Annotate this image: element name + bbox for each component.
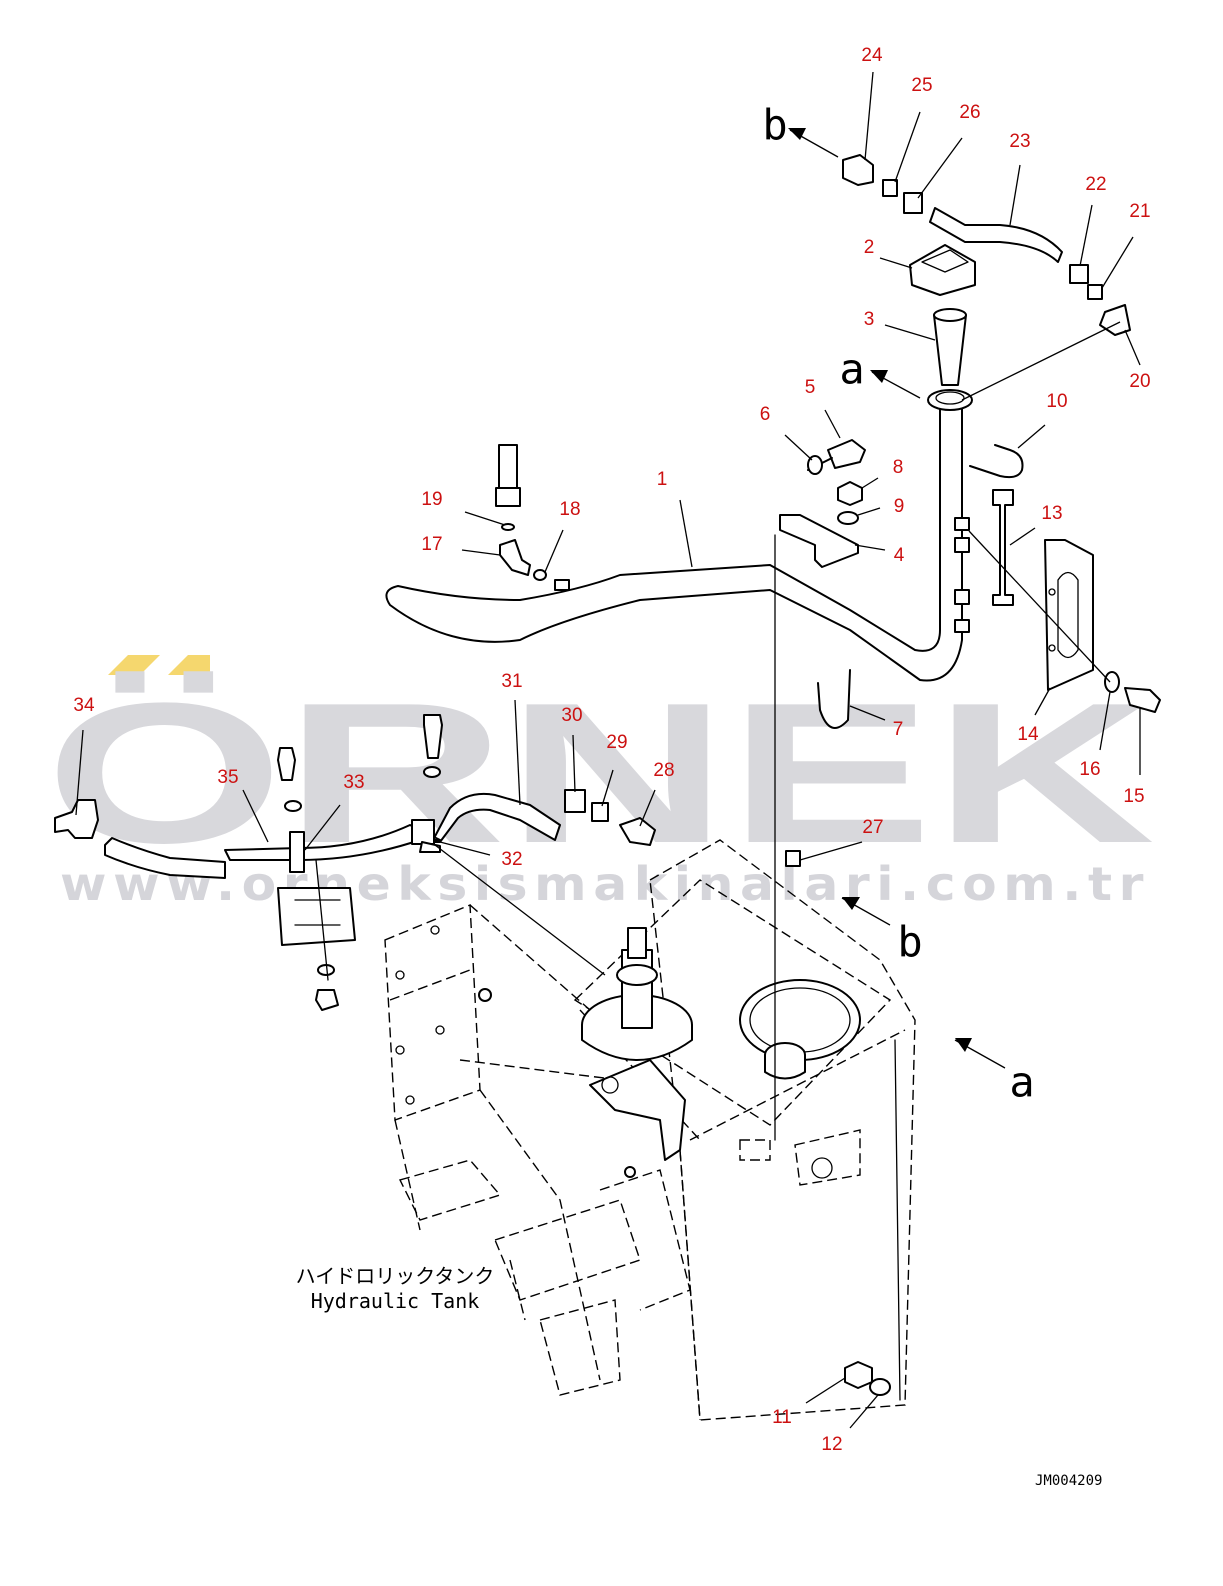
callout-17[interactable]: 17 — [421, 534, 442, 555]
callout-35[interactable]: 35 — [217, 767, 238, 788]
tank-label: ハイドロリックタンク Hydraulic Tank — [296, 1264, 495, 1313]
svg-text:a: a — [1009, 1058, 1034, 1107]
callout-32[interactable]: 32 — [501, 849, 522, 870]
callout-1[interactable]: 1 — [657, 469, 668, 490]
callout-15[interactable]: 15 — [1123, 786, 1144, 807]
callout-5[interactable]: 5 — [805, 377, 816, 398]
ref-arrow-a-filler: a — [839, 345, 921, 399]
hydraulic-tank — [384, 839, 916, 1421]
callout-30[interactable]: 30 — [561, 705, 582, 726]
callout-26[interactable]: 26 — [959, 102, 980, 123]
ref-arrow-a-tank: a — [954, 1038, 1035, 1107]
drawing-number: JM004209 — [1035, 1473, 1102, 1489]
callout-2[interactable]: 2 — [864, 237, 875, 258]
callouts: 1 2 3 4 5 6 7 8 9 10 11 12 13 14 15 16 1… — [73, 45, 1150, 1455]
callout-34[interactable]: 34 — [73, 695, 95, 716]
ref-arrow-b-top: b — [762, 101, 839, 158]
callout-24[interactable]: 24 — [861, 45, 883, 66]
callout-18[interactable]: 18 — [559, 499, 580, 520]
callout-21[interactable]: 21 — [1129, 201, 1150, 222]
svg-text:a: a — [839, 345, 864, 394]
ref-arrow-b-tank: b — [841, 897, 923, 967]
callout-20[interactable]: 20 — [1129, 371, 1150, 392]
callout-31[interactable]: 31 — [501, 671, 522, 692]
callout-7[interactable]: 7 — [893, 719, 904, 740]
callout-19[interactable]: 19 — [421, 489, 442, 510]
watermark-accent-left — [108, 655, 160, 675]
callout-14[interactable]: 14 — [1017, 724, 1039, 745]
callout-16[interactable]: 16 — [1079, 759, 1100, 780]
svg-text:b: b — [762, 101, 787, 150]
callout-27[interactable]: 27 — [862, 817, 883, 838]
callout-8[interactable]: 8 — [893, 457, 904, 478]
svg-text:b: b — [897, 918, 922, 967]
watermark-brand: ÖRNEK — [45, 662, 1155, 885]
callout-6[interactable]: 6 — [760, 404, 771, 425]
tank-label-japanese: ハイドロリックタンク — [296, 1264, 495, 1288]
callout-33[interactable]: 33 — [343, 772, 364, 793]
callout-12[interactable]: 12 — [821, 1434, 842, 1455]
watermark: ÖRNEK www.orneksismakinalari.com.tr — [45, 655, 1155, 911]
callout-10[interactable]: 10 — [1046, 391, 1067, 412]
watermark-url: www.orneksismakinalari.com.tr — [60, 857, 1150, 911]
callout-9[interactable]: 9 — [894, 496, 905, 517]
callout-22[interactable]: 22 — [1085, 174, 1106, 195]
callout-23[interactable]: 23 — [1009, 131, 1030, 152]
reference-arrows: b a b a — [762, 101, 1034, 1107]
callout-29[interactable]: 29 — [606, 732, 627, 753]
watermark-accent-right — [168, 655, 210, 675]
callout-3[interactable]: 3 — [864, 309, 875, 330]
leader-lines — [75, 71, 1141, 1429]
main-pipe — [385, 244, 976, 682]
callout-4[interactable]: 4 — [894, 545, 905, 566]
callout-13[interactable]: 13 — [1041, 503, 1062, 524]
callout-25[interactable]: 25 — [911, 75, 932, 96]
small-parts — [54, 154, 1161, 1401]
callout-11[interactable]: 11 — [772, 1407, 792, 1428]
callout-28[interactable]: 28 — [653, 760, 674, 781]
tank-label-english: Hydraulic Tank — [311, 1289, 480, 1313]
